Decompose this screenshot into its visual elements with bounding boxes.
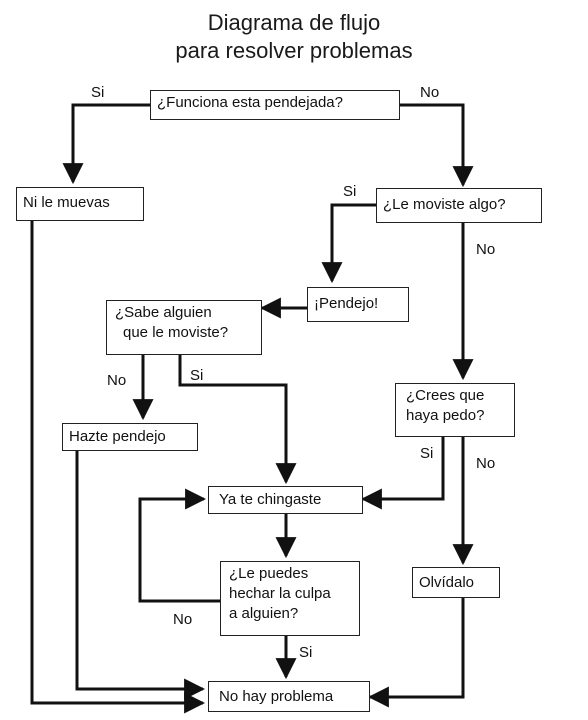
node-hazte-pendejo: Hazte pendejo [62,423,198,451]
node-le-puedes: ¿Le puedes hechar la culpa a alguien? [220,561,360,636]
diagram-title-line-1: Diagrama de flujo [207,10,381,35]
label-funciona-si: Si [91,84,105,101]
node-crees-que-line-1: ¿Crees que [406,387,485,404]
edge-sabe-si [178,355,297,485]
edge-ni-le-muevas-end [30,221,206,714]
label-crees-no: No [476,455,496,472]
node-olvidalo: Olvídalo [412,567,500,598]
node-le-moviste: ¿Le moviste algo? [376,188,542,223]
label-le-moviste-si: Si [343,183,357,200]
edge-olvidalo-end [367,598,465,708]
label-lepuedes-si: Si [299,644,313,661]
edge-lepuedes-no [138,488,220,603]
edge-funciona-si [62,103,150,185]
node-sabe-alguien-line-1: ¿Sabe alguien [115,304,212,321]
node-le-puedes-line-3: a alguien? [229,605,299,622]
node-sabe-alguien-line-2: que le moviste? [123,324,229,341]
diagram-title-line-2: para resolver problemas [175,38,413,63]
edge-crees-si [360,437,445,510]
label-le-moviste-no: No [476,241,496,258]
node-ya-te-chingaste: Ya te chingaste [208,486,363,514]
edge-hazte-end [75,451,206,700]
node-crees-que: ¿Crees que haya pedo? [395,383,515,437]
node-no-hay-problema: No hay problema [208,681,370,712]
node-pendejo: ¡Pendejo! [307,287,409,322]
node-sabe-alguien: ¿Sabe alguien que le moviste? [106,300,262,355]
node-le-puedes-line-1: ¿Le puedes [229,565,309,582]
label-lepuedes-no: No [173,611,193,628]
edge-le-moviste-si [321,203,378,284]
edge-funciona-no [400,103,474,188]
node-funciona: ¿Funciona esta pendejada? [150,90,400,120]
node-ni-le-muevas: Ni le muevas [16,187,144,221]
node-le-puedes-line-2: hechar la culpa [229,585,331,602]
node-crees-que-line-2: haya pedo? [406,407,485,424]
label-sabe-si: Si [190,367,204,384]
label-funciona-no: No [420,84,440,101]
label-crees-si: Si [420,445,434,462]
label-sabe-no: No [107,372,127,389]
